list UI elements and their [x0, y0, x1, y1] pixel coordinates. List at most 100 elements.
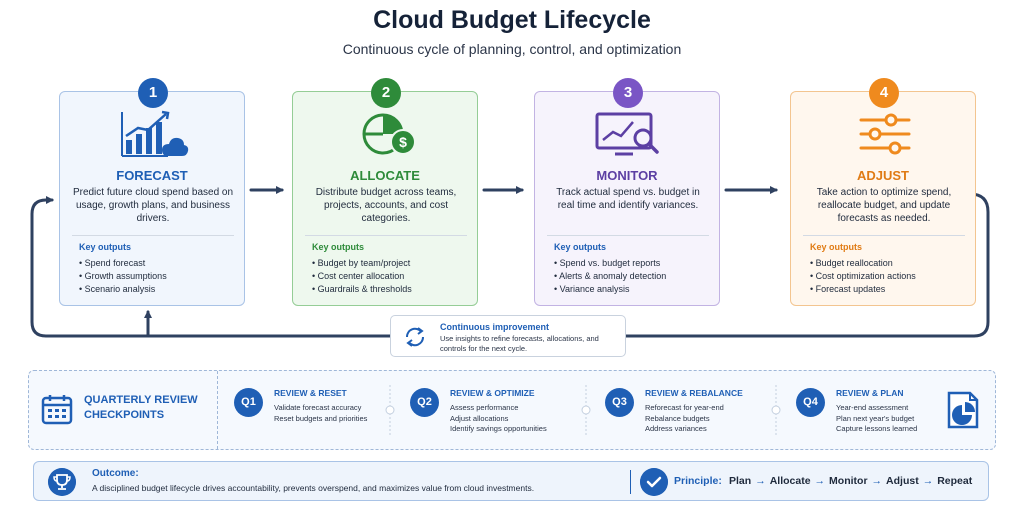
quarter-badge: Q2 — [410, 388, 439, 417]
stage-description: Take action to optimize spend, reallocat… — [816, 187, 952, 224]
list-item: Budget by team/project — [312, 257, 412, 270]
principle-step: Monitor — [829, 475, 868, 487]
quarter-badge: Q4 — [796, 388, 825, 417]
stage-name: ADJUST — [856, 168, 909, 183]
list-item: Adjust allocations — [450, 413, 509, 423]
principle-step: Adjust — [886, 475, 919, 487]
list-item: Spend forecast — [79, 257, 167, 270]
document-chart-icon — [947, 391, 979, 429]
quarter-items: Reforecast for year-end Rebalance budget… — [645, 403, 724, 435]
stage-card-allocate: 2 $ ALLOCATE Distribute budget across te… — [292, 78, 478, 306]
quarter-badge: Q3 — [605, 388, 634, 417]
stage-number-badge: 2 — [371, 78, 401, 108]
stage-name: MONITOR — [596, 168, 658, 183]
outcome-bar: Outcome: A disciplined budget lifecycle … — [33, 461, 989, 501]
arrow-right-icon: → — [922, 475, 934, 487]
stage-card-monitor: 3 MONITOR Track actual spend vs. budget … — [534, 78, 720, 306]
principle-step: Plan — [729, 475, 752, 487]
quarter-divider-node — [581, 385, 591, 435]
stage-card-forecast: 1 FORECAST Predict future cloud spend ba… — [59, 78, 245, 306]
page-title: Cloud Budget Lifecycle — [373, 6, 651, 34]
stage-name: ALLOCATE — [350, 168, 420, 183]
continuous-improvement-box: Continuous improvement Use insights to r… — [390, 315, 626, 357]
stage-card-adjust: 4 ADJUST Take action to optimize spend, … — [790, 78, 976, 306]
key-outputs-list: Budget by team/project Cost center alloc… — [312, 257, 412, 296]
quarter-items: Assess performance Adjust allocations Id… — [450, 403, 547, 435]
list-item: Identify savings opportunities — [450, 424, 547, 433]
page-subtitle: Continuous cycle of planning, control, a… — [342, 41, 682, 57]
list-item: Growth assumptions — [79, 270, 167, 283]
trophy-icon — [48, 468, 76, 496]
list-item: Scenario analysis — [79, 283, 167, 296]
key-outputs-list: Spend vs. budget reports Alerts & anomal… — [554, 257, 666, 296]
quarter-divider-node — [385, 385, 395, 435]
key-outputs-list: Budget reallocation Cost optimization ac… — [810, 257, 916, 296]
sliders-icon — [859, 113, 911, 155]
divider — [72, 235, 234, 236]
divider — [305, 235, 467, 236]
list-item: Cost center allocation — [312, 270, 412, 283]
quarter-title: REVIEW & PLAN — [836, 388, 904, 398]
list-item: Variance analysis — [554, 283, 666, 296]
quarterly-review-panel: QUARTERLY REVIEW CHECKPOINTS Q1 REVIEW &… — [28, 370, 996, 450]
outcome-description: A disciplined budget lifecycle drives ac… — [92, 483, 535, 493]
stage-description: Track actual spend vs. budget in real ti… — [556, 187, 700, 211]
stage-number-badge: 1 — [138, 78, 168, 108]
principle-step: Repeat — [937, 475, 973, 487]
key-outputs-label: Key outputs — [554, 242, 607, 252]
key-outputs-list: Spend forecast Growth assumptions Scenar… — [79, 257, 167, 296]
arrow-right-icon: → — [755, 475, 766, 487]
key-outputs-label: Key outputs — [312, 242, 365, 252]
list-item: Budget reallocation — [810, 257, 916, 270]
key-outputs-label: Key outputs — [79, 242, 132, 252]
refresh-cycle-icon — [405, 327, 425, 347]
list-item: Cost optimization actions — [810, 270, 916, 283]
check-circle-icon — [640, 468, 668, 496]
principle-steps: Plan→Allocate→Monitor→Adjust→Repeat — [729, 475, 972, 487]
outcome-title: Outcome: — [92, 468, 139, 479]
pie-chart-dollar-icon: $ — [362, 113, 416, 155]
svg-text:$: $ — [399, 134, 407, 150]
quarter-title: REVIEW & RESET — [274, 388, 347, 398]
quarterly-review-title: QUARTERLY REVIEW CHECKPOINTS — [84, 394, 198, 421]
quarter-title: REVIEW & OPTIMIZE — [450, 388, 535, 398]
list-item: Spend vs. budget reports — [554, 257, 666, 270]
quarter-badge: Q1 — [234, 388, 263, 417]
list-item: Plan next year's budget — [836, 413, 915, 423]
stage-number-badge: 4 — [869, 78, 899, 108]
list-item: Address variances — [645, 424, 707, 433]
arrow-right-icon: → — [871, 475, 883, 487]
quarter-divider-node — [771, 385, 781, 435]
list-item: Reset budgets and priorities — [274, 413, 368, 423]
stage-number-badge: 3 — [613, 78, 643, 108]
divider — [630, 470, 631, 494]
principle-label: Principle: — [674, 475, 722, 487]
quarter-items: Validate forecast accuracy Reset budgets… — [274, 403, 367, 424]
list-item: Alerts & anomaly detection — [554, 270, 666, 283]
quarter-items: Year-end assessment Plan next year's bud… — [836, 403, 917, 435]
stage-description: Distribute budget across teams, projects… — [315, 187, 457, 224]
divider — [217, 371, 218, 449]
list-item: Forecast updates — [810, 283, 916, 296]
key-outputs-label: Key outputs — [810, 242, 863, 252]
list-item: Rebalance budgets — [645, 413, 710, 423]
divider — [547, 235, 709, 236]
forecast-chart-cloud-icon — [121, 110, 189, 157]
calendar-icon — [41, 395, 73, 425]
continuous-improvement-description: Use insights to refine forecasts, alloca… — [440, 334, 599, 353]
quarter-title: REVIEW & REBALANCE — [645, 388, 743, 398]
list-item: Validate forecast accuracy — [274, 403, 362, 412]
continuous-improvement-title: Continuous improvement — [440, 322, 550, 332]
divider — [803, 235, 965, 236]
list-item: Capture lessons learned — [836, 424, 918, 433]
stage-description: Predict future cloud spend based on usag… — [72, 187, 234, 224]
list-item: Reforecast for year-end — [645, 403, 724, 412]
list-item: Year-end assessment — [836, 403, 909, 412]
stage-name: FORECAST — [116, 168, 188, 183]
list-item: Assess performance — [450, 403, 519, 412]
monitor-magnifier-icon — [595, 112, 659, 156]
list-item: Guardrails & thresholds — [312, 283, 412, 296]
arrow-right-icon: → — [814, 475, 826, 487]
principle-step: Allocate — [769, 475, 811, 487]
